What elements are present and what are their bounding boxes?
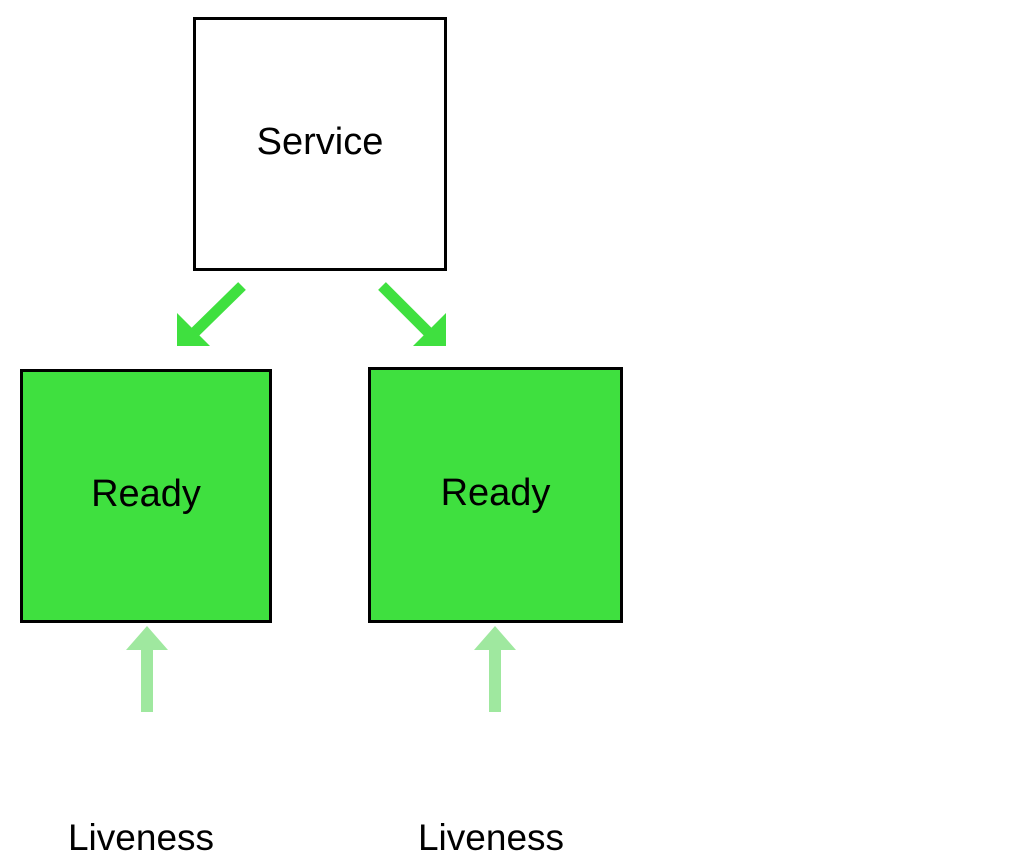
node-ready-right[interactable]: Ready — [368, 367, 623, 623]
node-ready-left-label: Ready — [91, 473, 201, 515]
arrow-down-right-icon — [378, 282, 446, 346]
node-service-label: Service — [256, 121, 384, 163]
node-service[interactable]: Service — [193, 17, 447, 271]
edge-liveness-to-ready-right — [474, 626, 516, 712]
probe-label-left: Liveness PASS — [0, 718, 282, 862]
edge-service-to-ready-left — [177, 282, 246, 346]
node-ready-left[interactable]: Ready — [20, 369, 272, 623]
edge-liveness-to-ready-left — [126, 626, 168, 712]
probe-label-right-line1: Liveness — [417, 817, 565, 858]
arrow-up-icon — [474, 626, 516, 712]
probe-label-right: Liveness PASS — [350, 718, 632, 862]
node-ready-right-label: Ready — [440, 472, 551, 514]
arrow-up-icon — [126, 626, 168, 712]
probe-label-left-line1: Liveness — [67, 817, 215, 858]
edge-service-to-ready-right — [378, 282, 446, 346]
arrow-down-left-icon — [177, 282, 246, 346]
